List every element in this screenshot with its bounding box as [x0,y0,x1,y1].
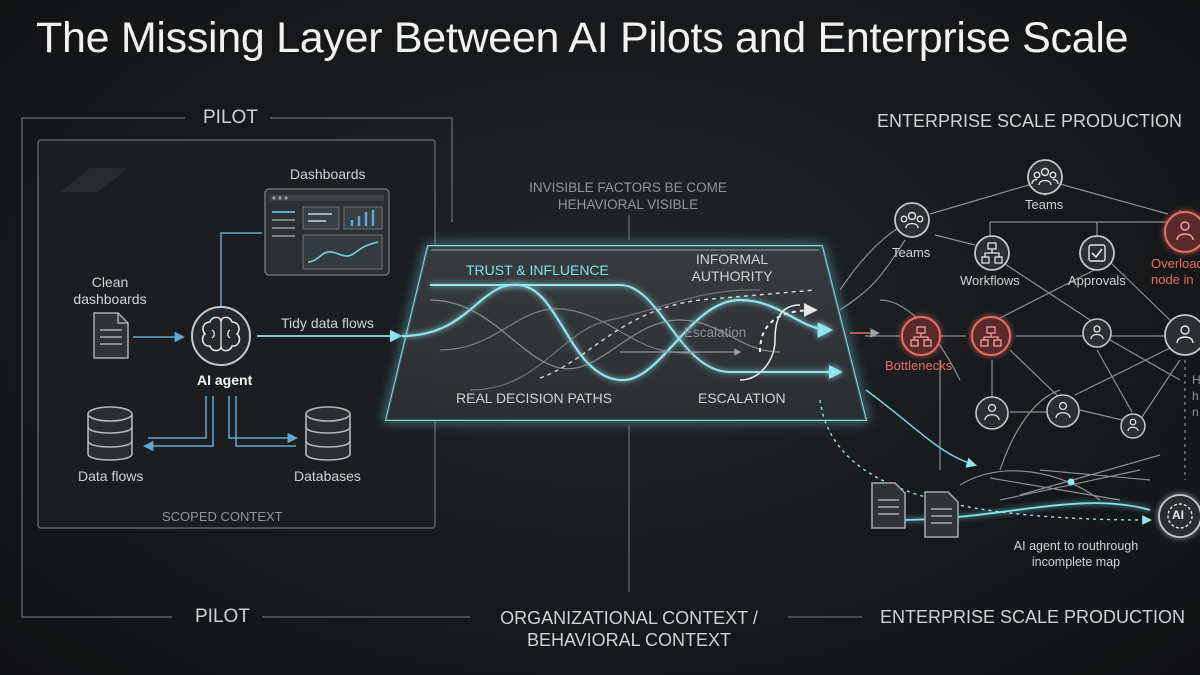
user-icon [1164,314,1200,356]
agent-to-dashboard-line [220,232,262,306]
workflow-icon [974,235,1010,271]
user-icon [1046,394,1080,428]
overloaded-node-label: Overload node in [1151,256,1200,287]
ai-chip-icon [1158,494,1200,538]
team-icon [894,202,930,238]
route-dot [1067,478,1075,486]
databases-label: Databases [294,468,361,484]
real-decision-paths-label: REAL DECISION PATHS [456,390,613,406]
ai-badge-label: AI [1172,508,1184,522]
workflows-label: Workflows [960,273,1020,288]
enterprise-bottom-label: ENTERPRISE SCALE PRODUCTION [880,607,1186,627]
invisible-factors-label: INVISIBLE FACTORS BE COME HEHAVIORAL VIS… [529,180,727,212]
user-icon [1120,413,1146,439]
brain-icon [191,306,251,366]
truncated-note-label: H h n [1192,373,1200,419]
database-icon [87,406,133,461]
logo-mark [60,168,128,192]
tidy-flows-label: Tidy data flows [281,315,374,331]
data-flow-lines [142,396,299,452]
dashboard-icon [264,188,390,276]
scoped-context-label: SCOPED CONTEXT [162,509,283,524]
data-flows-label: Data flows [78,468,144,484]
ai-agent-label: AI agent [197,372,253,388]
trust-influence-label: TRUST & INFLUENCE [466,262,609,278]
escalation-small-label: Escalation [684,325,747,340]
document-icon [924,491,959,538]
approvals-label: Approvals [1068,273,1126,288]
team-icon [1027,159,1063,195]
clean-dashboards-label: Clean dashboards [73,274,147,307]
user-icon [1164,211,1200,253]
page-title: The Missing Layer Between AI Pilots and … [36,14,1129,62]
organizational-context-label: ORGANIZATIONAL CONTEXT / BEHAVIORAL CONT… [500,608,758,650]
pilot-top-label: PILOT [203,107,258,128]
bottlenecks-label: Bottlenecks [885,358,953,373]
escalation-label: ESCALATION [698,390,786,406]
enterprise-network-lines [839,178,1186,501]
enterprise-top-label: ENTERPRISE SCALE PRODUCTION [877,111,1183,131]
pilot-outer-frame [21,117,470,618]
informal-authority-label: INFORMAL AUTHORITY [691,251,773,284]
user-icon [975,396,1009,430]
teams-top-label: Teams [1025,197,1064,212]
escalation-route [865,389,978,468]
approval-icon [1079,235,1115,271]
pilot-bottom-label: PILOT [195,606,250,627]
document-icon [93,312,129,359]
workflow-icon [971,316,1011,356]
database-icon [305,406,351,461]
workflow-icon [901,316,941,356]
dashboards-label: Dashboards [290,166,366,182]
ai-route-label: AI agent to routhrough incomplete map [1013,539,1139,569]
document-icon [871,482,906,529]
user-icon [1082,318,1112,348]
teams-left-label: Teams [892,245,931,260]
decision-path-curves [401,283,843,391]
